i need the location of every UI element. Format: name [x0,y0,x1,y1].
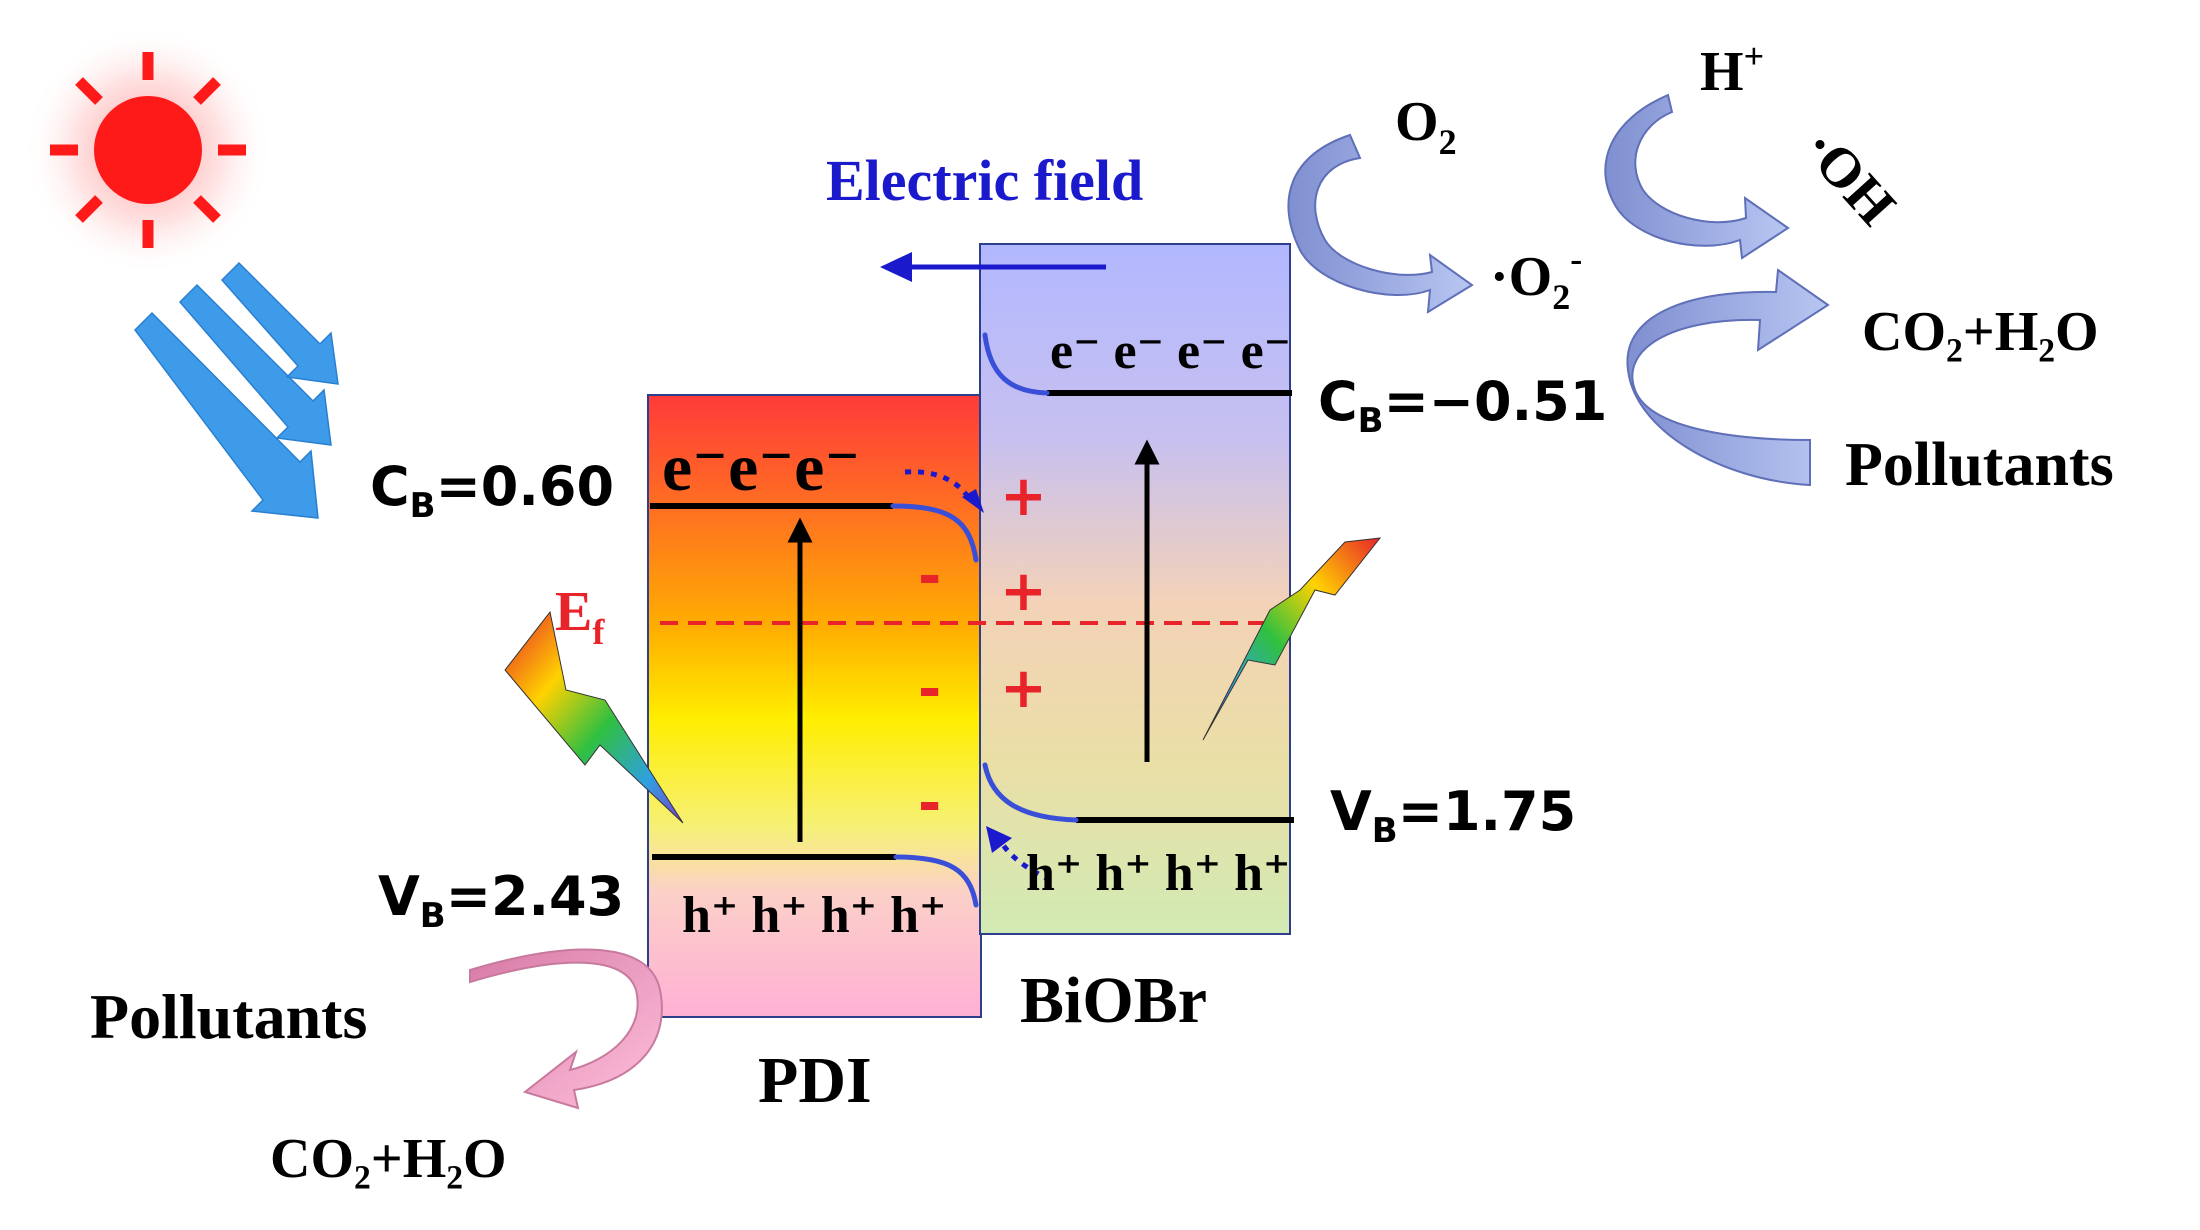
biobr-holes-label: h⁺ h⁺ h⁺ h⁺ [1026,845,1290,902]
electric-field-label: Electric field [826,148,1143,213]
pdi-band-box [647,394,982,1018]
o2-label: O2 [1395,91,1457,162]
biobr-label: BiOBr [1020,964,1207,1037]
h-plus-swoosh-icon [1604,93,1790,260]
svg-text:-: - [918,771,941,836]
biobr-cb-label: CB=−0.51 [1318,370,1607,441]
pdi-holes-label: h⁺ h⁺ h⁺ h⁺ [682,887,946,944]
pdi-vb-label: VB=2.43 [378,865,624,936]
biobr-electrons-label: e⁻ e⁻ e⁻ e⁻ [1050,323,1291,380]
svg-text:-: - [918,657,941,722]
o2-reduction-swoosh-icon [1287,133,1474,314]
lightning-bolt-icon [1202,537,1382,741]
co2-h2o-right-label: CO₂+H₂O [1862,301,2099,363]
pdi-pollutants-swoosh-icon [469,948,663,1110]
svg-text:+: + [1000,656,1047,721]
sun-icon [23,25,273,275]
light-rays-icon [134,261,339,519]
superoxide-label: ·O2- [1490,239,1582,317]
h-plus-label: H+ [1700,36,1764,103]
pollutants-degradation-swoosh-icon [1626,268,1830,487]
co2-h2o-left-label: CO₂+H₂O [270,1128,507,1190]
lightning-bolt-icon [504,610,684,824]
pollutants-right-label: Pollutants [1845,431,2114,499]
hole-transfer-arrow [986,826,1052,883]
svg-text:-: - [918,544,941,609]
pdi-cb-label: CB=0.60 [370,455,614,526]
svg-text:+: + [1000,559,1047,624]
biobr-vb-label: VB=1.75 [1330,780,1576,851]
electron-transfer-arrow [904,469,984,513]
pdi-label: PDI [758,1044,872,1117]
pollutants-left-label: Pollutants [90,981,367,1052]
interface-charges: + + + - - - [918,464,1047,836]
electric-field-arrow [880,252,1106,282]
hydroxyl-label: ·OH [1790,117,1907,237]
band-bending [890,332,1079,908]
svg-text:+: + [1000,464,1047,529]
fermi-level-label: Ef [555,581,605,652]
pdi-electrons-label: e⁻e⁻e⁻ [662,429,860,505]
